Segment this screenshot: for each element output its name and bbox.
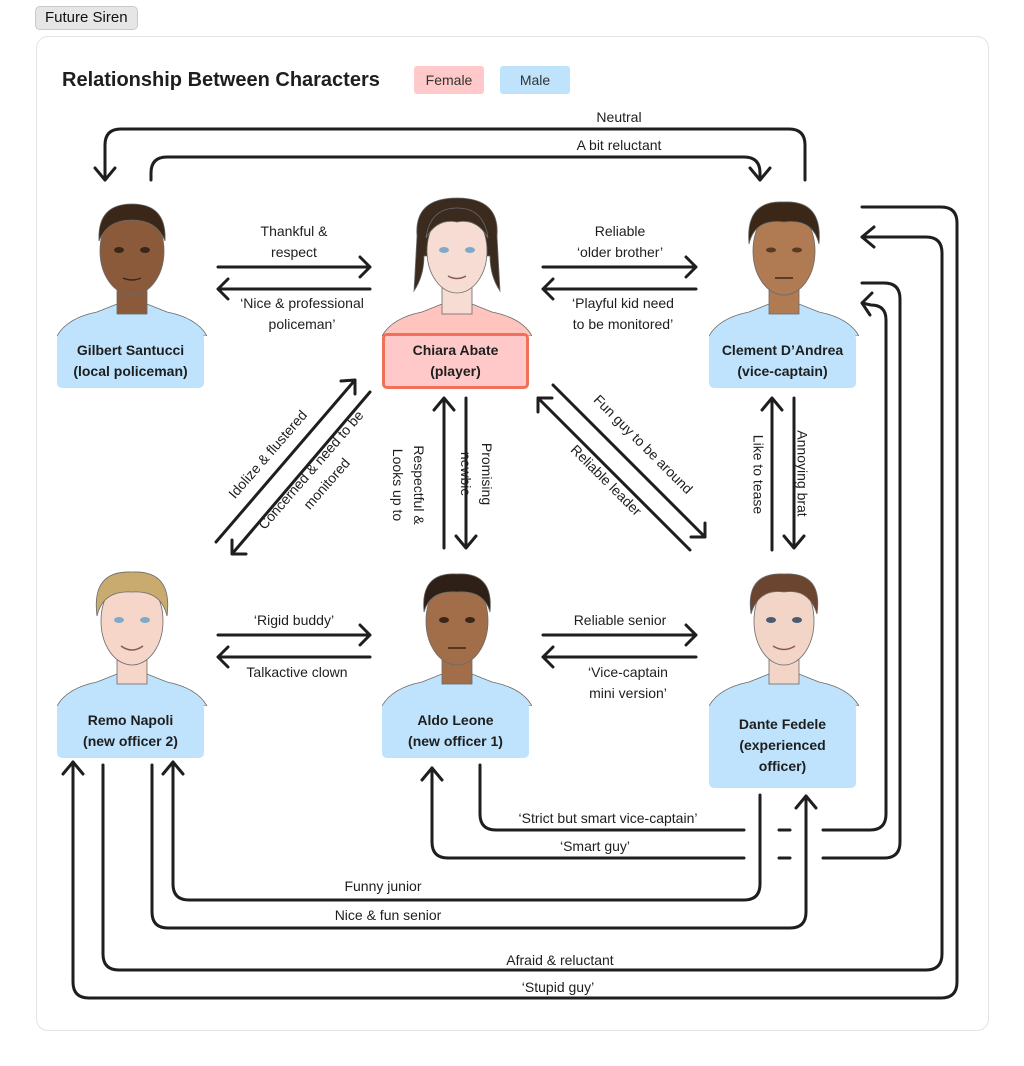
arrowhead-dante-to-remo bbox=[161, 760, 185, 776]
arrow-clement-to-remo bbox=[71, 205, 959, 1000]
character-card-remo[interactable]: Remo Napoli (new officer 2) bbox=[57, 703, 204, 758]
character-role: (new officer 1) bbox=[408, 733, 503, 749]
character-card-aldo[interactable]: Aldo Leone (new officer 1) bbox=[382, 703, 529, 758]
arrow-clement-to-dante bbox=[782, 396, 806, 550]
character-card-gilbert[interactable]: Gilbert Santucci (local policeman) bbox=[57, 333, 204, 388]
label-rigid-buddy: ‘Rigid buddy’ bbox=[253, 612, 335, 628]
arrowhead-aldo-to-clement bbox=[860, 291, 874, 317]
arrow-remo-to-clement bbox=[101, 235, 944, 972]
label-respectful: Respectful &Looks up to bbox=[390, 445, 427, 525]
arrow-aldo-to-clement-b bbox=[777, 301, 888, 832]
label-thankful: Thankful &respect bbox=[260, 223, 328, 260]
character-role: (experienced bbox=[739, 737, 826, 753]
label-talkactive-clown: Talkactive clown bbox=[246, 664, 348, 680]
arrowhead-clement-to-aldo bbox=[420, 766, 444, 782]
character-name: Aldo Leone bbox=[417, 712, 494, 728]
arrow-dante-to-chiara bbox=[536, 396, 692, 552]
character-role: (vice-captain) bbox=[737, 363, 828, 379]
arrow-dante-to-aldo bbox=[541, 645, 698, 669]
portrait-gilbert bbox=[57, 203, 207, 336]
arrow-gilbert-to-chiara bbox=[216, 255, 372, 279]
label-annoying-brat: Annoying brat bbox=[794, 430, 811, 517]
arrow-chiara-to-remo bbox=[230, 390, 372, 556]
arrowhead-remo-to-clement bbox=[860, 225, 876, 249]
arrow-remo-to-dante bbox=[150, 763, 808, 930]
label-strict-but-smart: ‘Strict but smart vice-captain’ bbox=[518, 810, 698, 826]
arrow-aldo-to-chiara bbox=[432, 396, 456, 550]
page-title: Relationship Between Characters bbox=[62, 69, 380, 91]
character-card-clement[interactable]: Clement D’Andrea (vice-captain) bbox=[709, 333, 856, 388]
character-name: Remo Napoli bbox=[87, 712, 174, 728]
label-reliable-senior: Reliable senior bbox=[573, 612, 667, 628]
arrow-dante-to-clement bbox=[760, 396, 784, 552]
arrow-dante-to-remo bbox=[171, 760, 762, 902]
character-role: (new officer 2) bbox=[83, 733, 178, 749]
character-card-dante[interactable]: Dante Fedele (experienced officer) bbox=[709, 703, 856, 788]
arrow-chiara-to-dante bbox=[551, 383, 707, 539]
arrow-aldo-to-clement-a bbox=[478, 763, 746, 832]
arrowhead-remo-to-dante bbox=[794, 794, 818, 810]
tab-future-siren[interactable]: Future Siren bbox=[35, 6, 138, 30]
arrow-a-bit-reluctant bbox=[149, 155, 762, 182]
legend-female: Female bbox=[414, 66, 484, 94]
character-card-chiara[interactable]: Chiara Abate (player) bbox=[382, 333, 529, 389]
character-role: (player) bbox=[430, 363, 481, 379]
arrow-aldo-to-dante bbox=[541, 623, 698, 647]
label-afraid-reluctant: Afraid & reluctant bbox=[506, 952, 614, 968]
label-neutral: Neutral bbox=[596, 109, 642, 125]
arrow-chiara-to-clement bbox=[541, 255, 698, 279]
label-funny-junior: Funny junior bbox=[344, 878, 422, 894]
character-name: Clement D’Andrea bbox=[721, 342, 844, 358]
label-smart-guy: ‘Smart guy’ bbox=[559, 838, 631, 854]
legend-male: Male bbox=[500, 66, 570, 94]
character-name: Chiara Abate bbox=[412, 342, 499, 358]
label-reliable-older-brother: Reliable‘older brother’ bbox=[576, 223, 664, 260]
arrow-chiara-to-gilbert bbox=[216, 277, 372, 301]
arrowhead-clement-to-remo bbox=[61, 760, 85, 776]
label-stupid-guy: ‘Stupid guy’ bbox=[521, 979, 595, 995]
arrow-remo-to-aldo bbox=[216, 623, 372, 647]
portrait-clement bbox=[709, 201, 859, 336]
label-a-bit-reluctant: A bit reluctant bbox=[576, 137, 662, 153]
character-name: Dante Fedele bbox=[738, 716, 827, 732]
arrow-remo-to-chiara bbox=[214, 378, 357, 544]
diagram-frame bbox=[36, 36, 989, 1031]
portrait-remo bbox=[57, 571, 207, 706]
portrait-chiara bbox=[382, 197, 532, 336]
arrow-clement-to-chiara bbox=[541, 277, 698, 301]
arrow-clement-to-aldo-b bbox=[430, 766, 792, 860]
label-like-to-tease: Like to tease bbox=[750, 434, 767, 515]
arrow-aldo-to-remo bbox=[216, 645, 372, 669]
arrow-chiara-to-aldo bbox=[454, 396, 478, 550]
arrow-neutral bbox=[103, 127, 807, 182]
arrowhead-a-bit-reluctant bbox=[748, 166, 772, 182]
character-role-cont: officer) bbox=[758, 758, 807, 774]
portrait-dante bbox=[709, 573, 859, 706]
portrait-aldo bbox=[382, 573, 532, 706]
arrow-clement-to-aldo-a bbox=[821, 281, 902, 860]
arrowhead-neutral bbox=[93, 166, 117, 182]
label-nice-fun-senior: Nice & fun senior bbox=[334, 907, 442, 923]
character-role: (local policeman) bbox=[73, 363, 188, 379]
character-name: Gilbert Santucci bbox=[76, 342, 185, 358]
